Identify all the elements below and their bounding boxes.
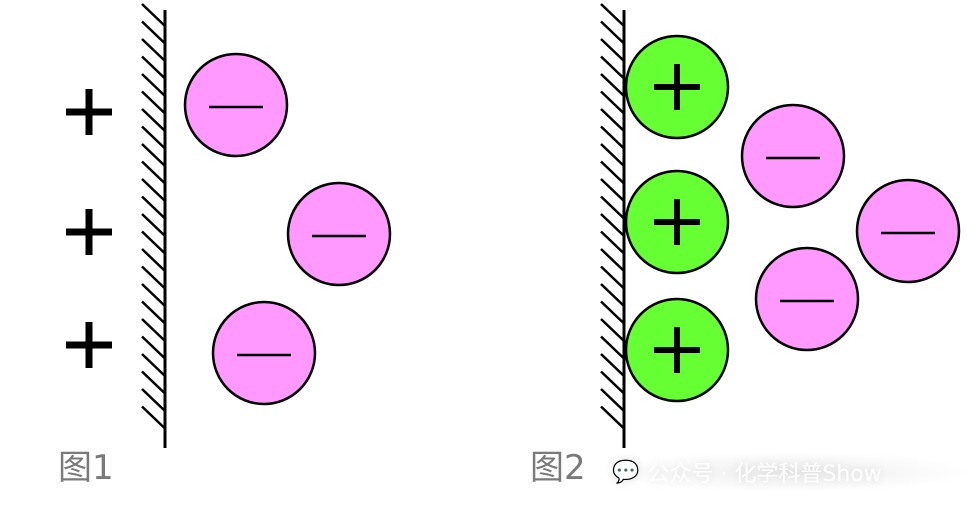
electrode-wall-2-hatch (600, 230, 625, 255)
watermark: 💬 公众号 · 化学科普Show (612, 452, 972, 492)
electrode-wall-1-hatch (141, 125, 166, 150)
anion-ion (211, 300, 317, 406)
electrode-wall-1-hatch (141, 55, 166, 80)
electrode-wall-1-hatch (141, 300, 166, 325)
electrode-wall-2-hatch (600, 3, 625, 27)
anion-ion (855, 178, 961, 284)
wechat-icon: 💬 (612, 459, 640, 485)
electrode-wall-1-hatch (141, 143, 166, 167)
electrode-wall-1-hatch (141, 353, 166, 377)
electrode-wall-1-hatch (141, 230, 166, 255)
electrode-wall-1-hatch (141, 20, 166, 45)
electrode-wall-1-hatch (141, 90, 166, 115)
electrode-wall-1-hatch (141, 108, 166, 132)
electrode-wall-1-hatch (141, 38, 166, 62)
anion-ion (754, 246, 860, 352)
electrode-wall-2-hatch (600, 55, 625, 80)
anion-ion (740, 103, 846, 209)
electrode-wall-1-hatch (141, 283, 166, 307)
electrode-wall-2-hatch (600, 370, 625, 395)
electrode-wall-1-hatch (141, 335, 166, 360)
electrode-wall-2-hatch (600, 283, 625, 307)
electrode-wall-2-hatch (600, 388, 625, 412)
electrode-wall-2-hatch (600, 20, 625, 45)
electrode-wall-1-hatch (141, 405, 166, 430)
electrode-wall-2-hatch (600, 73, 625, 97)
electrode-wall-2-hatch (600, 38, 625, 62)
electrode-wall-2-hatch (600, 213, 625, 237)
electrode-wall-2-hatch (600, 143, 625, 167)
electrode-wall-2-hatch (600, 125, 625, 150)
electrode-wall-2-hatch (600, 178, 625, 202)
electrode-wall-2-hatch (600, 108, 625, 132)
electrode-wall-1-hatch (141, 160, 166, 185)
watermark-text: 公众号 · 化学科普Show (647, 462, 882, 487)
electrode-wall-1-hatch (141, 178, 166, 202)
electrode-wall-1-hatch (141, 370, 166, 395)
electrode-wall-1-hatch (141, 73, 166, 97)
electrode-wall-1-hatch (141, 248, 166, 272)
anion-ion (286, 181, 392, 287)
electrode-wall-1-hatch (141, 318, 166, 342)
electrode-wall-1-hatch (141, 388, 166, 412)
electrode-wall-1-hatch (141, 3, 166, 27)
electrode-wall-2-hatch (600, 160, 625, 185)
electrode-wall-1-hatch (141, 213, 166, 237)
figure-1-label: 图1 (58, 448, 114, 488)
electrode-wall-2-hatch (600, 265, 625, 290)
electrode-wall-2-hatch (600, 318, 625, 342)
anion-ion (183, 52, 289, 158)
electrode-wall-2-hatch (600, 405, 625, 430)
figure-2-label: 图2 (530, 448, 586, 488)
electrode-wall-2-hatch (600, 248, 625, 272)
electrode-wall-2-hatch (600, 353, 625, 377)
electrode-wall-1-hatch (141, 265, 166, 290)
electrode-wall-2-hatch (600, 335, 625, 360)
electrode-wall-2-hatch (600, 300, 625, 325)
electrode-wall-1-hatch (141, 195, 166, 220)
electrode-wall-2-hatch (600, 195, 625, 220)
electrode-wall-2-hatch (600, 90, 625, 115)
